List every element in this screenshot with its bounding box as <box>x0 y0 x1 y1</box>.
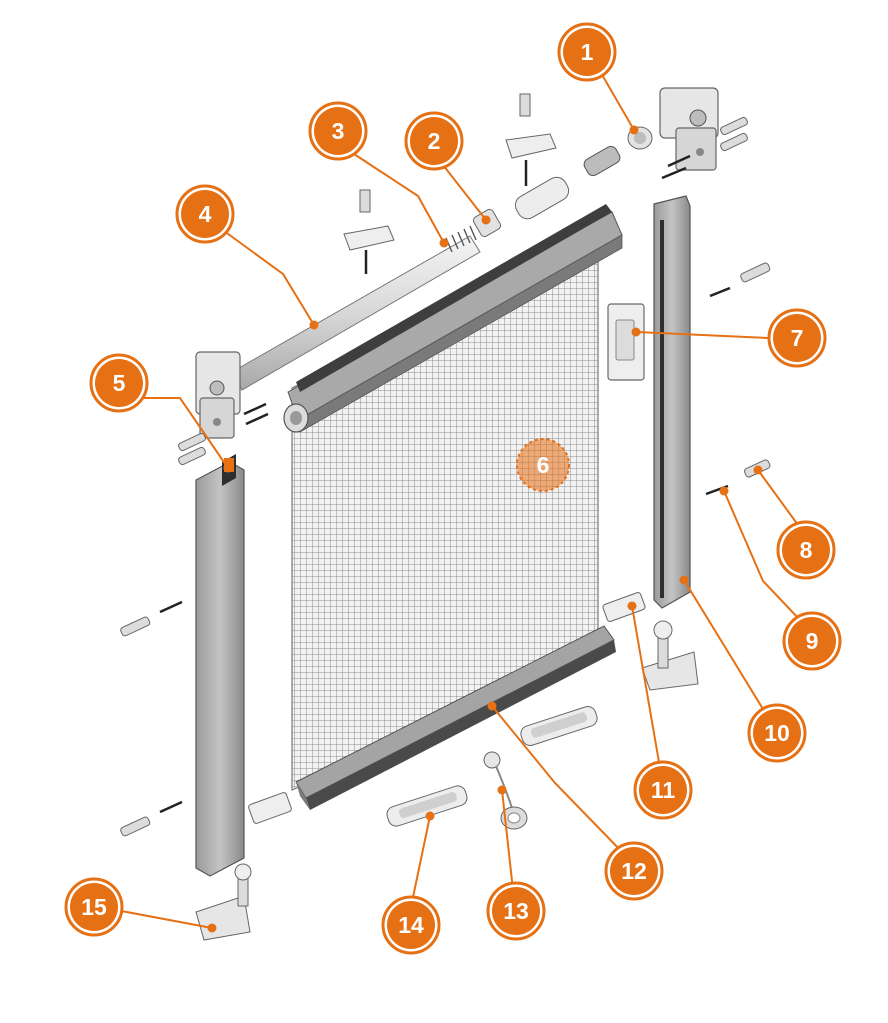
leader-15 <box>115 909 213 929</box>
callout-2-label: 2 <box>428 128 441 154</box>
leader-9 <box>723 490 800 620</box>
callout-15: 15 <box>64 877 124 937</box>
callout-13-label: 13 <box>503 898 529 924</box>
callout-2: 2 <box>404 111 464 171</box>
left-side-rail <box>195 454 245 877</box>
left-rail-fixings <box>120 600 183 837</box>
pull-handle-front <box>386 785 468 827</box>
callout-12: 12 <box>604 841 664 901</box>
left-bracket-fixings <box>178 402 269 466</box>
leader-7 <box>635 331 769 339</box>
bottom-bar <box>295 625 616 810</box>
callout-5: 5 <box>89 353 149 413</box>
leader-14 <box>411 815 431 903</box>
callouts: 1 2 3 4 5 6 7 8 <box>64 22 842 955</box>
callout-3: 3 <box>308 101 368 161</box>
leader-12 <box>491 705 627 857</box>
top-cassette <box>283 204 623 433</box>
top-right-fixings <box>661 116 748 180</box>
callout-15-label: 15 <box>81 894 107 920</box>
callout-5-label: 5 <box>113 370 126 396</box>
callout-10-label: 10 <box>764 720 790 746</box>
callout-8-label: 8 <box>800 537 813 563</box>
callout-8: 8 <box>776 520 836 580</box>
right-side-rail <box>653 195 691 609</box>
bottom-bar-end-caps <box>248 592 646 824</box>
callout-9-label: 9 <box>806 628 819 654</box>
left-top-bracket <box>195 351 241 439</box>
right-rail-fixings <box>705 262 771 496</box>
leader-11 <box>631 605 661 769</box>
parts-layer <box>120 87 771 941</box>
callout-3-label: 3 <box>332 118 345 144</box>
mount-clip-left <box>343 189 395 274</box>
callout-4-label: 4 <box>199 201 212 227</box>
callout-1: 1 <box>557 22 617 82</box>
callout-13: 13 <box>486 881 546 941</box>
leader-5 <box>134 397 229 469</box>
right-top-bracket <box>659 87 719 171</box>
bottom-guide-right <box>641 620 699 691</box>
callout-7-label: 7 <box>791 325 804 351</box>
callout-7: 7 <box>767 308 827 368</box>
callout-1-label: 1 <box>581 39 594 65</box>
callout-9: 9 <box>782 611 842 671</box>
leader-end-dots <box>207 125 763 933</box>
callout-14-label: 14 <box>398 912 424 938</box>
mount-clip-right <box>505 93 557 186</box>
callout-10: 10 <box>747 703 807 763</box>
right-end-components <box>514 126 653 220</box>
callout-6-label: 6 <box>537 452 550 478</box>
brake-block <box>607 303 645 381</box>
callout-12-label: 12 <box>621 858 647 884</box>
leader-3 <box>353 153 445 244</box>
callout-14: 14 <box>381 895 441 955</box>
leader-13 <box>501 789 514 891</box>
pull-handle-back <box>520 706 598 746</box>
callout-4: 4 <box>175 184 235 244</box>
callout-11-label: 11 <box>651 777 676 803</box>
pull-knob <box>483 751 528 830</box>
callout-11: 11 <box>633 760 693 820</box>
bottom-guide-left <box>195 863 252 941</box>
callout-6: 6 <box>516 438 570 492</box>
leader-10 <box>683 579 767 715</box>
leader-4 <box>219 227 315 326</box>
